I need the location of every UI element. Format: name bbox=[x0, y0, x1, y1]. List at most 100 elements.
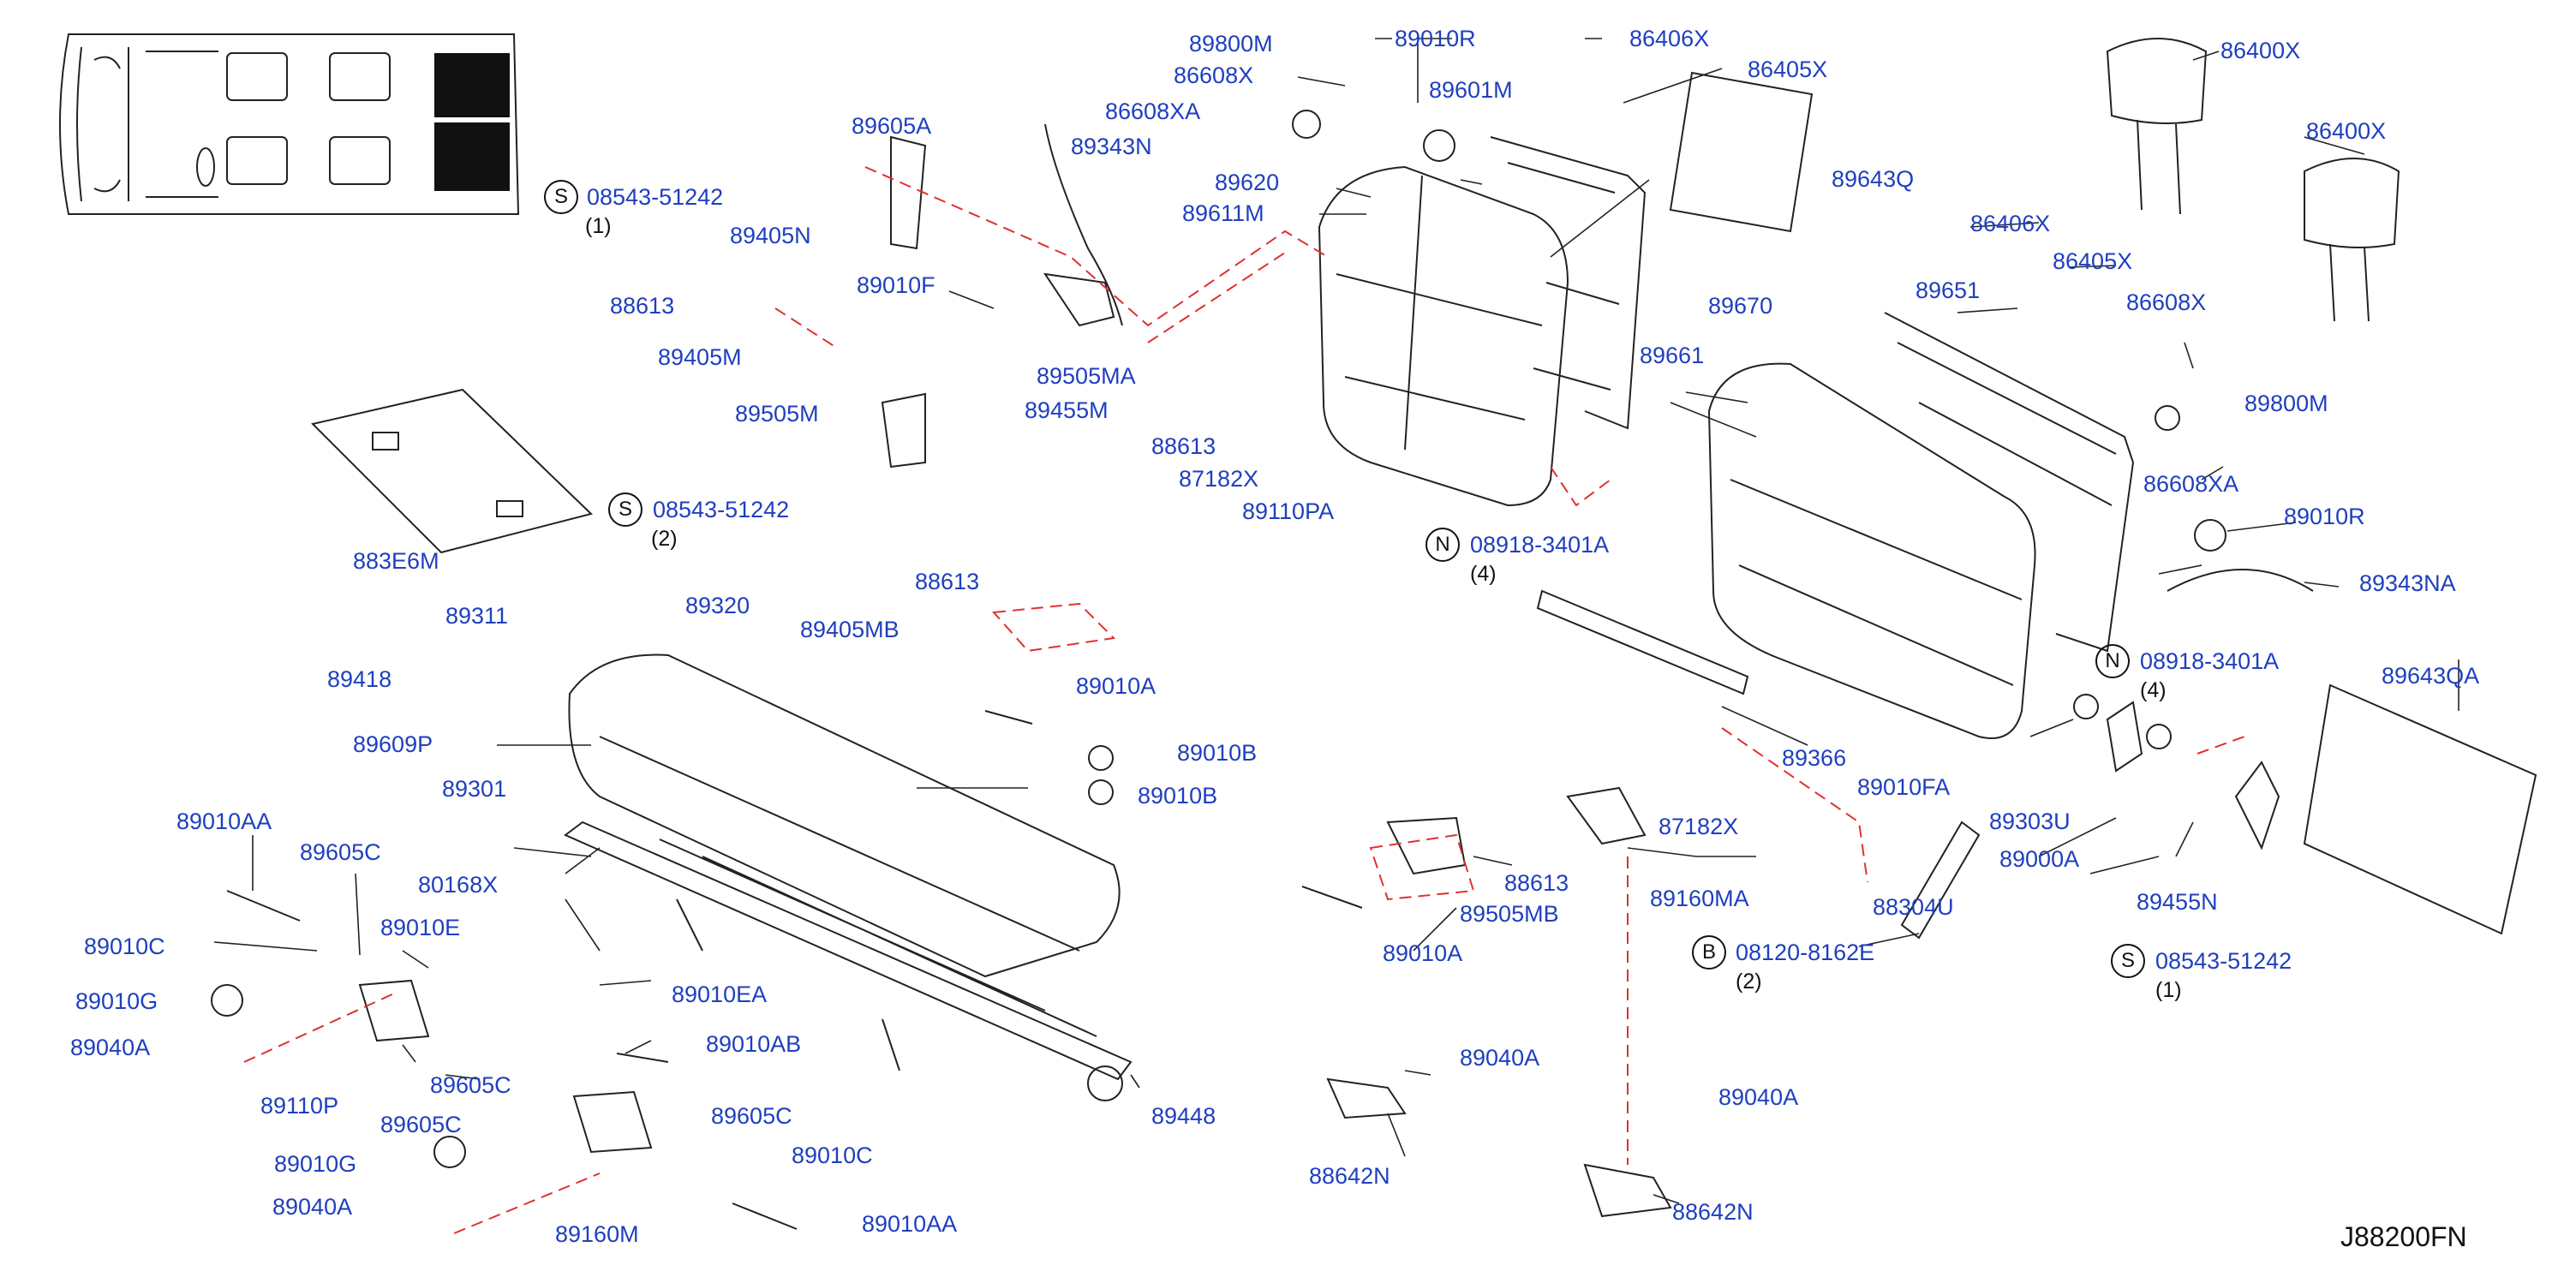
callout-label: 89800M bbox=[1189, 31, 1273, 57]
callout-label: 89609P bbox=[353, 731, 433, 757]
callout-label: 89160MA bbox=[1650, 886, 1749, 911]
callout-label: 89605C bbox=[380, 1112, 462, 1137]
callout-label: 89110PA bbox=[1242, 498, 1335, 524]
callout-label: 89010G bbox=[75, 988, 158, 1014]
callout-label: 89110P bbox=[260, 1093, 339, 1119]
callout-label: 89405N bbox=[730, 223, 811, 248]
callout-label: 89643QA bbox=[2382, 663, 2480, 689]
callout-label: 89010A bbox=[1383, 940, 1463, 966]
callout-label: 89800M bbox=[2244, 391, 2328, 416]
callout-label: 89010F bbox=[857, 272, 935, 298]
callout-label: 89670 bbox=[1708, 293, 1773, 319]
callout-label: 89010C bbox=[84, 934, 165, 959]
callout-label: 883E6M bbox=[353, 548, 439, 574]
leader-lines bbox=[213, 38, 2459, 1204]
callout-label: 80168X bbox=[418, 872, 499, 898]
symbol-circle: N bbox=[1425, 528, 1460, 562]
callout-label: 89405M bbox=[658, 344, 742, 370]
symbol-part-number: 08120-8162E bbox=[1736, 940, 1875, 965]
callout-label: 89343N bbox=[1071, 134, 1152, 159]
callout-label: 89010R bbox=[2284, 504, 2365, 529]
callout-label: 89418 bbox=[327, 666, 392, 692]
callout-label: 88613 bbox=[1151, 433, 1216, 459]
callout-label: 89311 bbox=[445, 603, 509, 629]
callout-label: 88642N bbox=[1309, 1163, 1390, 1189]
symbol-part-number: 08918-3401A bbox=[1470, 532, 1610, 558]
callout-label: 89010A bbox=[1076, 673, 1157, 699]
callout-label: 86400X bbox=[2306, 118, 2387, 144]
callout-label: 87182X bbox=[1179, 466, 1259, 492]
callout-label: 89040A bbox=[70, 1035, 151, 1060]
callout-label: 88642N bbox=[1672, 1199, 1754, 1225]
callout-label: 89405MB bbox=[800, 617, 900, 642]
callout-label: 89343NA bbox=[2359, 570, 2456, 596]
callout-label: 88613 bbox=[1504, 870, 1569, 896]
callout-label: 89010AA bbox=[176, 809, 272, 834]
symbol-quantity: (4) bbox=[2140, 678, 2167, 702]
callout-label: 89455M bbox=[1025, 397, 1109, 423]
symbol-part-number: 08543-51242 bbox=[653, 497, 790, 522]
diagram-code: J88200FN bbox=[2340, 1221, 2467, 1252]
vehicle-overview bbox=[59, 33, 520, 215]
callout-label: 89366 bbox=[1782, 745, 1847, 771]
callout-label: 86608X bbox=[1174, 63, 1254, 88]
symbol-quantity: (2) bbox=[651, 527, 678, 551]
highlighted-seat-lower bbox=[434, 122, 510, 191]
callout-label: 89010B bbox=[1177, 740, 1258, 766]
callout-label: 89651 bbox=[1916, 277, 1981, 303]
callout-label: 86405X bbox=[2053, 248, 2133, 274]
callout-label: 89010R bbox=[1395, 26, 1476, 51]
callout-label: 89605C bbox=[711, 1103, 792, 1129]
symbol-circle: N bbox=[2095, 644, 2130, 678]
callout-label: 89505M bbox=[735, 401, 819, 427]
callout-label: 89455N bbox=[2137, 889, 2218, 915]
symbol-quantity: (2) bbox=[1736, 970, 1762, 994]
callout-label: 89643Q bbox=[1832, 166, 1915, 192]
callout-label: 86400X bbox=[2220, 38, 2301, 63]
callout-label: 89010B bbox=[1138, 783, 1218, 809]
callout-label: 89605C bbox=[300, 839, 381, 865]
callout-label: 89000A bbox=[1999, 846, 2080, 872]
symbol-circle: S bbox=[608, 492, 643, 527]
callout-label: 88304U bbox=[1873, 894, 1954, 920]
symbol-part-number: 08543-51242 bbox=[587, 184, 724, 210]
callout-label: 89301 bbox=[442, 776, 507, 802]
callout-label: 86406X bbox=[1970, 211, 2051, 236]
callout-label: 89010EA bbox=[672, 982, 768, 1007]
callout-label: 89661 bbox=[1640, 343, 1705, 368]
symbol-circle: S bbox=[544, 180, 578, 214]
callout-label: 89505MA bbox=[1037, 363, 1136, 389]
callout-label: 89010AA bbox=[862, 1211, 958, 1237]
symbol-circle: S bbox=[2111, 944, 2145, 978]
round-parts bbox=[211, 110, 2226, 1168]
callout-label: 89010G bbox=[274, 1151, 357, 1177]
callout-label: 89601M bbox=[1429, 77, 1513, 103]
callout-label: 89010E bbox=[380, 915, 461, 940]
callout-label: 86406X bbox=[1629, 26, 1710, 51]
callout-label: 89605A bbox=[852, 113, 932, 139]
callout-label: 89160M bbox=[555, 1221, 639, 1247]
callout-label: 86608X bbox=[2126, 289, 2207, 315]
part-outlines bbox=[226, 38, 2537, 1230]
callout-label: 89040A bbox=[1460, 1045, 1540, 1071]
symbol-part-number: 08918-3401A bbox=[2140, 648, 2280, 674]
callout-label: 86608XA bbox=[2143, 471, 2239, 497]
callout-label: 89620 bbox=[1215, 170, 1280, 195]
callout-label: 89611M bbox=[1182, 200, 1264, 226]
symbol-circle: B bbox=[1692, 935, 1726, 970]
callout-label: 89505MB bbox=[1460, 901, 1559, 927]
symbol-part-number: 08543-51242 bbox=[2155, 948, 2292, 974]
dashed-leaders bbox=[243, 166, 2245, 1234]
callout-label: 88613 bbox=[610, 293, 675, 319]
callout-label: 89040A bbox=[272, 1194, 353, 1220]
callout-label: 86608XA bbox=[1105, 98, 1201, 124]
callout-label: 87182X bbox=[1659, 814, 1739, 839]
symbol-quantity: (4) bbox=[1470, 562, 1497, 586]
callout-label: 89448 bbox=[1151, 1103, 1216, 1129]
callout-label: 86405X bbox=[1748, 57, 1828, 82]
callout-label: 88613 bbox=[915, 569, 980, 594]
symbol-quantity: (1) bbox=[585, 214, 612, 238]
symbol-quantity: (1) bbox=[2155, 978, 2182, 1002]
callout-label: 89010C bbox=[792, 1143, 873, 1168]
